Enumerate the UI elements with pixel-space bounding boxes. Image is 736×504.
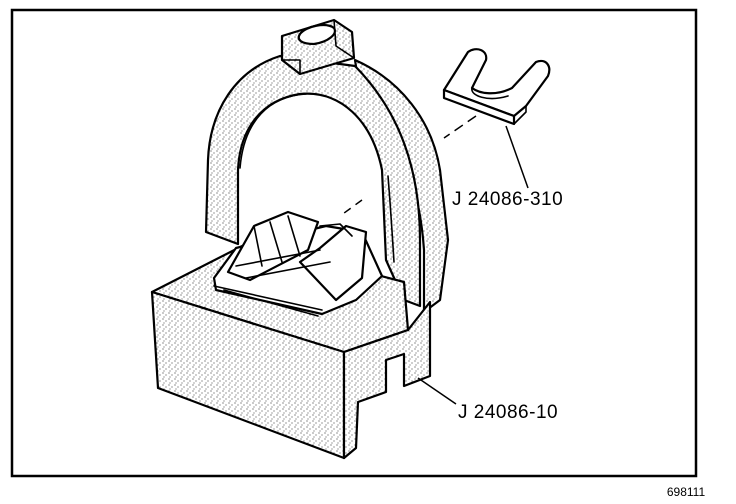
- figure-id: 698111: [667, 485, 706, 499]
- fork-shim: [442, 48, 551, 126]
- figure-frame: [10, 8, 698, 478]
- anvil-shoe: [212, 210, 384, 317]
- callout-shim: J 24086-310: [452, 189, 563, 210]
- leader-shim: [505, 125, 529, 189]
- callout-fixture: J 24086-10: [458, 402, 558, 423]
- leader-fixture: [417, 377, 457, 405]
